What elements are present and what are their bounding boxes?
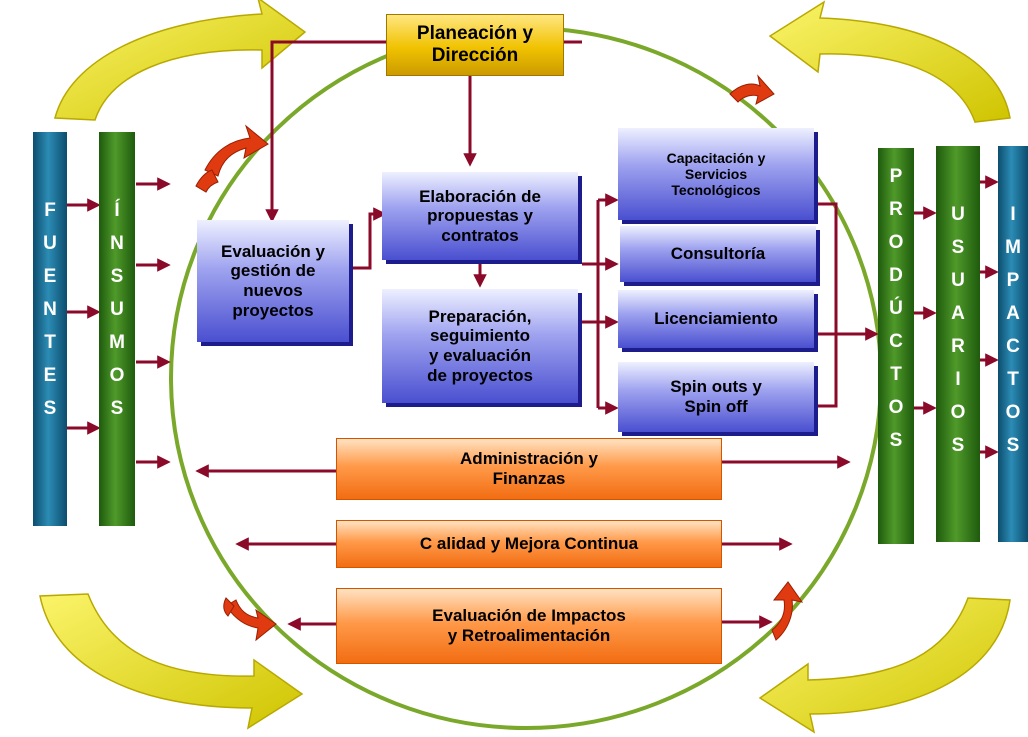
- column-letter: O: [888, 232, 904, 253]
- column-letter: S: [889, 430, 903, 451]
- column-letter: T: [890, 364, 902, 385]
- column-letter: S: [43, 398, 57, 419]
- service-licenciamiento-label: Licenciamiento: [654, 309, 778, 329]
- column-letter: A: [951, 303, 965, 324]
- service-licenciamiento-box: Licenciamiento: [618, 290, 814, 348]
- column-letter: S: [1006, 435, 1020, 456]
- service-capacitacion-box: Capacitación y Servicios Tecnológicos: [618, 128, 814, 220]
- column-letter: C: [1006, 336, 1020, 357]
- column-letter: S: [951, 435, 965, 456]
- service-consultoria-label: Consultoría: [670, 244, 766, 264]
- column-letter: P: [889, 166, 903, 187]
- yellow-arrow-bottom-right-icon: [758, 597, 1011, 734]
- column-letter: U: [110, 299, 124, 320]
- column-letter: C: [889, 331, 903, 352]
- administracion-box: Administración y Finanzas: [336, 438, 722, 500]
- column-letter: T: [1007, 369, 1019, 390]
- column-letter: E: [43, 365, 57, 386]
- planeacion-label: Planeación y Dirección: [416, 23, 534, 66]
- column-letter: I: [1010, 204, 1016, 225]
- column-letter: S: [951, 237, 965, 258]
- impactos-eval-box: Evaluación de Impactos y Retroalimentaci…: [336, 588, 722, 664]
- planeacion-box: Planeación y Dirección: [386, 14, 564, 76]
- column-letter: R: [889, 199, 903, 220]
- column-letter: O: [109, 365, 125, 386]
- column-letter: E: [43, 266, 57, 287]
- column-letter: R: [951, 336, 965, 357]
- elaboracion-label: Elaboración de propuestas y contratos: [419, 186, 541, 245]
- column-letter: N: [110, 233, 124, 254]
- preparacion-label: Preparación, seguimiento y evaluación de…: [427, 306, 533, 385]
- column-letter: U: [43, 233, 57, 254]
- evaluacion-box: Evaluación y gestión de nuevos proyectos: [197, 220, 349, 342]
- service-spin-label: Spin outs y Spin off: [670, 377, 762, 416]
- yellow-arrow-bottom-left-icon: [39, 593, 304, 730]
- flow-arrows: [66, 40, 999, 631]
- column-letter: S: [110, 266, 124, 287]
- service-capacitacion-label: Capacitación y Servicios Tecnológicos: [666, 149, 766, 199]
- calidad-label: C alidad y Mejora Continua: [419, 534, 639, 554]
- fuentes-column: F U E N T E S: [33, 132, 67, 526]
- column-letter: U: [951, 204, 965, 225]
- yellow-arrow-top-right-icon: [768, 0, 1011, 123]
- column-letter: S: [110, 398, 124, 419]
- usuarios-column: U S U A R I O S: [936, 146, 980, 542]
- column-letter: O: [950, 402, 966, 423]
- column-letter: T: [44, 332, 56, 353]
- column-letter: O: [888, 397, 904, 418]
- administracion-label: Administración y Finanzas: [460, 449, 598, 488]
- evaluacion-label: Evaluación y gestión de nuevos proyectos: [221, 241, 325, 320]
- service-spin-box: Spin outs y Spin off: [618, 362, 814, 432]
- column-letter: D: [889, 265, 903, 286]
- elaboracion-box: Elaboración de propuestas y contratos: [382, 172, 578, 260]
- impactos-column: I M P A C T O S: [998, 146, 1028, 542]
- calidad-box: C alidad y Mejora Continua: [336, 520, 722, 568]
- preparacion-box: Preparación, seguimiento y evaluación de…: [382, 289, 578, 403]
- productos-column: P R O D Ú C T O S: [878, 148, 914, 544]
- column-letter: M: [109, 332, 125, 353]
- column-letter: Í: [114, 200, 120, 221]
- column-letter: F: [44, 200, 56, 221]
- insumos-column: Í N S U M O S: [99, 132, 135, 526]
- column-letter: O: [1005, 402, 1021, 423]
- column-letter: P: [1006, 270, 1020, 291]
- column-letter: U: [951, 270, 965, 291]
- column-letter: M: [1005, 237, 1021, 258]
- column-letter: A: [1006, 303, 1020, 324]
- yellow-arrow-top-left-icon: [54, 0, 307, 121]
- impactos-eval-label: Evaluación de Impactos y Retroalimentaci…: [432, 606, 626, 645]
- column-letter: N: [43, 299, 57, 320]
- column-letter: Ú: [889, 298, 903, 319]
- service-consultoria-box: Consultoría: [620, 226, 816, 282]
- red-swirl-arrow-icon: [195, 74, 804, 642]
- column-letter: I: [955, 369, 961, 390]
